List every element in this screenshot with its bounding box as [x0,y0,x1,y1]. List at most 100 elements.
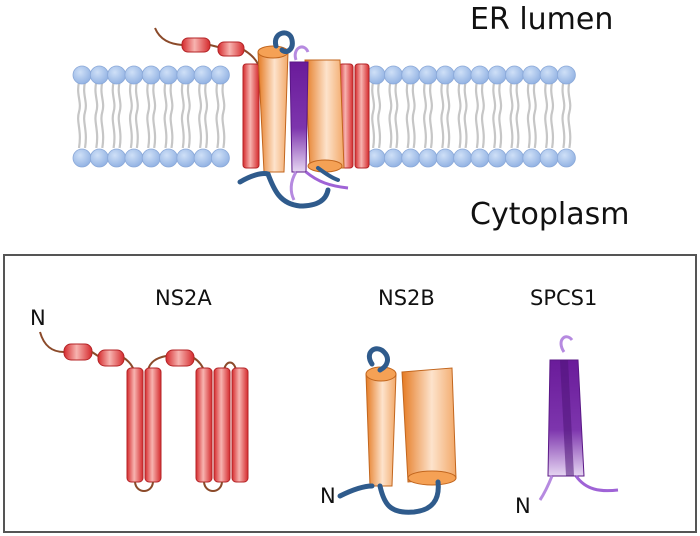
lipid-tail [77,81,81,149]
ns2a-tm-helix [354,63,370,169]
lipid-head [72,65,92,85]
lipid-tail [429,81,433,149]
lipid-head [124,148,144,168]
lipid-head [107,65,126,85]
amphipathic-helix [165,349,195,367]
lipid-bilayer [72,65,576,168]
lipid-head [89,148,109,168]
membrane-protein-complex [154,27,370,209]
ns2b-n-terminus-label: N [320,484,336,508]
lipid-tail [457,81,462,149]
ns2b-tm-helix [257,51,289,173]
lipid-tail [371,81,376,149]
lipid-head [453,65,473,85]
cytoplasm-label: Cytoplasm [470,197,630,232]
lipid-head [159,65,178,85]
lipid-tail [221,81,226,149]
lipid-tail [152,81,157,149]
ns2a-tm-helix [213,367,231,483]
lipid-tail [377,81,382,149]
ns2a-n-terminus-label: N [30,306,46,330]
lipid-tail [215,81,220,149]
lipid-tail [532,81,537,149]
ns2b-tm-helix [365,373,397,487]
lipid-head [210,148,230,168]
lipid-tail [411,81,416,149]
lipid-head [487,148,507,168]
lipid-head [124,65,144,85]
lipid-head [107,148,126,168]
spcs1-n-terminus-label: N [515,494,531,518]
lipid-tail [128,81,133,149]
lipid-tail [388,81,393,149]
amphipathic-helix [217,41,245,57]
lipid-head [210,65,230,85]
lipid-head [487,65,507,85]
ns2a-diagram [39,331,249,492]
lipid-head [141,148,161,168]
lipid-head [557,65,576,85]
lipid-head [401,148,421,168]
lipid-head [366,65,386,85]
lipid-tail [463,81,468,149]
lipid-head [505,148,524,168]
lipid-tail [83,81,87,149]
lipid-head [89,65,109,85]
ns2a-tm-helix [242,63,260,169]
lipid-tail [198,81,203,149]
ns2a-tm-helix [126,367,144,483]
lipid-head [418,65,438,85]
lipid-head [435,148,455,168]
lipid-tail [498,81,503,149]
lipid-tail [180,81,185,149]
lipid-tail [100,81,105,149]
lipid-head [470,148,490,168]
amphipathic-helix [63,343,93,361]
lipid-head [557,148,576,168]
lipid-head [505,65,524,85]
lipid-head [470,65,490,85]
er-lumen-label: ER lumen [470,2,614,37]
protein-panel-frame [3,254,697,533]
lipid-tail [117,81,122,149]
amphipathic-helix [181,37,211,53]
lipid-head [159,148,178,168]
lipid-head [539,148,559,168]
lipid-tail [526,81,531,149]
lipid-head [141,65,161,85]
lipid-head [383,148,403,168]
amphipathic-helix [97,349,125,367]
lipid-tail [94,81,99,149]
lipid-tail [480,81,485,149]
lipid-tail [405,81,410,149]
lipid-head [522,65,542,85]
lipid-head [401,65,421,85]
lipid-tail [111,81,116,149]
lipid-tail [204,81,209,149]
lipid-head [72,148,92,168]
lipid-tail [544,81,549,149]
lipid-tail [550,81,555,149]
lipid-tail [440,81,445,149]
lipid-tail [146,81,151,149]
lipid-head [539,65,559,85]
spcs1-diagram [538,335,619,501]
ns2a-tm-helix [231,367,249,483]
lipid-head [453,148,473,168]
ns2b-diagram [337,346,457,515]
lipid-head [193,65,213,85]
ns2a-tm-helix [195,367,213,483]
lipid-tail [567,81,572,149]
lipid-tail [394,81,399,149]
lipid-tail [561,81,566,149]
lipid-tail [492,81,497,149]
lipid-head [193,148,213,168]
ns2b-tm-helix [304,59,345,169]
ns2b-label: NS2B [378,286,435,310]
lipid-tail [163,81,168,149]
lipid-tail [515,81,520,149]
lipid-tail [186,81,191,149]
lipid-head [176,65,196,85]
ns2a-label: NS2A [155,286,212,310]
